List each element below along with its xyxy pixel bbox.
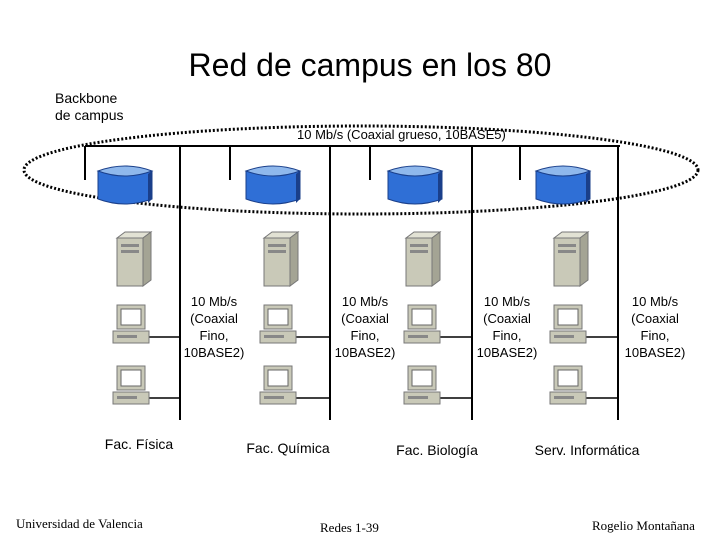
footer-author: Rogelio Montañana: [592, 518, 695, 533]
segment-speed-label: 10 Mb/s (Coaxial Fino, 10BASE2): [325, 293, 405, 361]
server-icon: [262, 231, 300, 287]
backbone-drops: [84, 146, 521, 180]
speed-line: 10BASE2): [624, 345, 686, 360]
footer-slide-number: Redes 1-39: [320, 520, 379, 535]
speed-line: (Coaxial: [631, 311, 679, 326]
speed-line: Fino,: [640, 328, 670, 343]
router-icon: [244, 165, 302, 205]
speed-line: 10 Mb/s: [190, 294, 238, 309]
workstation-icon: [549, 304, 587, 344]
router-icon: [534, 165, 592, 205]
speed-line: 10 Mb/s: [631, 294, 679, 309]
backbone-ellipse: [22, 124, 700, 216]
segment-speed-label: 10 Mb/s (Coaxial Fino, 10BASE2): [467, 293, 547, 361]
backbone-speed-label: 10 Mb/s (Coaxial grueso, 10BASE5): [297, 127, 506, 142]
faculty-label-fisica: Fac. Física: [104, 436, 174, 452]
server-icon: [404, 231, 442, 287]
speed-line: 10 Mb/s: [483, 294, 531, 309]
device-stubs: [145, 336, 618, 399]
footer-university: Universidad de Valencia: [16, 516, 143, 531]
workstation-icon: [403, 304, 441, 344]
speed-line: 10 Mb/s: [341, 294, 389, 309]
speed-line: 10BASE2): [183, 345, 245, 360]
speed-line: (Coaxial: [190, 311, 238, 326]
faculty-label-biologia: Fac. Biología: [396, 442, 478, 458]
workstation-icon: [259, 304, 297, 344]
server-icon: [552, 231, 590, 287]
backbone-label-line1: Backbone: [55, 90, 118, 106]
router-icon: [96, 165, 154, 205]
segment-speed-label: 10 Mb/s (Coaxial Fino, 10BASE2): [615, 293, 695, 361]
workstation-icon: [112, 304, 150, 344]
backbone-label: Backbone de campus: [55, 90, 123, 124]
page-title: Red de campus en los 80: [188, 47, 552, 83]
segment-cables: [179, 146, 619, 420]
speed-line: (Coaxial: [341, 311, 389, 326]
workstation-icon: [403, 365, 441, 405]
speed-line: Fino,: [199, 328, 229, 343]
server-icon: [115, 231, 153, 287]
workstation-icon: [259, 365, 297, 405]
speed-line: 10BASE2): [334, 345, 396, 360]
backbone-label-line2: de campus: [55, 107, 124, 123]
workstation-icon: [112, 365, 150, 405]
speed-line: Fino,: [492, 328, 522, 343]
faculty-label-informatica: Serv. Informática: [534, 442, 640, 458]
router-icon: [386, 165, 444, 205]
faculty-label-quimica: Fac. Química: [246, 440, 330, 456]
speed-line: Fino,: [350, 328, 380, 343]
workstation-icon: [549, 365, 587, 405]
speed-line: (Coaxial: [483, 311, 531, 326]
speed-line: 10BASE2): [476, 345, 538, 360]
segment-speed-label: 10 Mb/s (Coaxial Fino, 10BASE2): [174, 293, 254, 361]
